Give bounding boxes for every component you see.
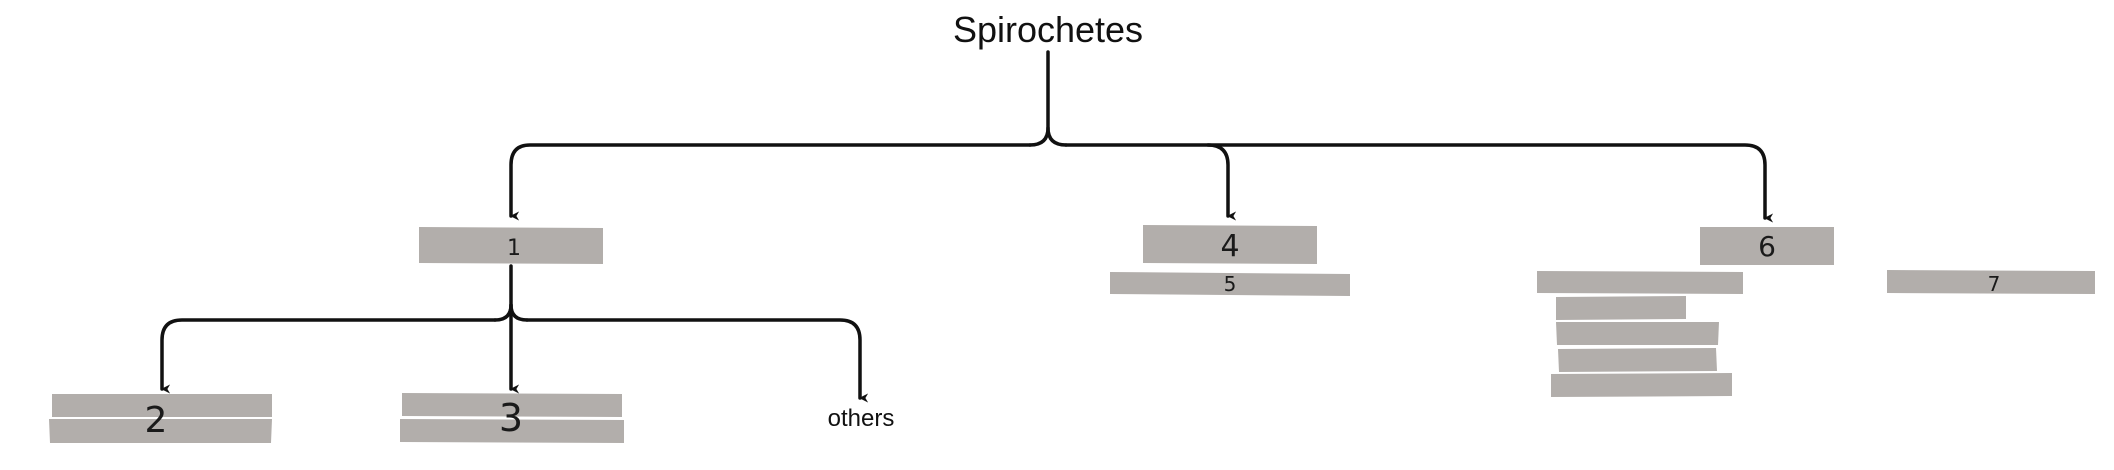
root-title: Spirochetes xyxy=(953,9,1143,50)
branch-to-node-1 xyxy=(509,143,1032,221)
node-3-box-top xyxy=(402,393,622,417)
branch-to-node-4 xyxy=(1064,143,1237,221)
node-7: 7 xyxy=(1887,270,2095,296)
node-6-box xyxy=(1700,227,1834,265)
node-2: 2 xyxy=(49,394,272,443)
node-5-label: 5 xyxy=(1224,272,1237,296)
node-3-label: 3 xyxy=(499,396,523,440)
node-7-label: 7 xyxy=(1988,272,2001,296)
node-4-box xyxy=(1143,225,1317,264)
node-1-label: 1 xyxy=(507,236,521,261)
node-2-box-top xyxy=(52,394,272,417)
node-4: 4 5 xyxy=(1110,225,1350,296)
node-1: 1 xyxy=(419,227,603,264)
node-6-sub-box-3 xyxy=(1556,322,1719,345)
node-1-stem xyxy=(493,264,513,322)
node-6: 6 xyxy=(1537,227,1834,397)
branch-to-node-2 xyxy=(160,318,497,394)
branch-to-others xyxy=(525,318,869,403)
node-1-connectors xyxy=(160,264,869,403)
branch-to-node-6 xyxy=(1206,143,1774,223)
node-1-box xyxy=(419,227,603,264)
node-2-label: 2 xyxy=(145,400,168,441)
node-5-box xyxy=(1110,272,1350,296)
node-3-box-bottom xyxy=(400,419,624,443)
node-others-label: others xyxy=(828,405,895,432)
node-1-stem-right xyxy=(509,303,529,322)
node-6-label: 6 xyxy=(1758,230,1776,263)
node-6-sub-box-2 xyxy=(1556,296,1686,320)
node-3: 3 xyxy=(400,393,624,443)
node-6-sub-box-1 xyxy=(1537,271,1743,294)
node-2-box-bottom xyxy=(49,419,272,443)
node-7-box xyxy=(1887,270,2095,294)
root-stem-right xyxy=(1046,126,1068,147)
node-4-label: 4 xyxy=(1220,229,1239,264)
node-others: others xyxy=(828,405,895,432)
root-stem xyxy=(1028,50,1050,147)
root-connectors xyxy=(509,50,1774,223)
node-6-sub-box-5 xyxy=(1551,373,1732,397)
node-6-sub-box-4 xyxy=(1558,348,1717,372)
